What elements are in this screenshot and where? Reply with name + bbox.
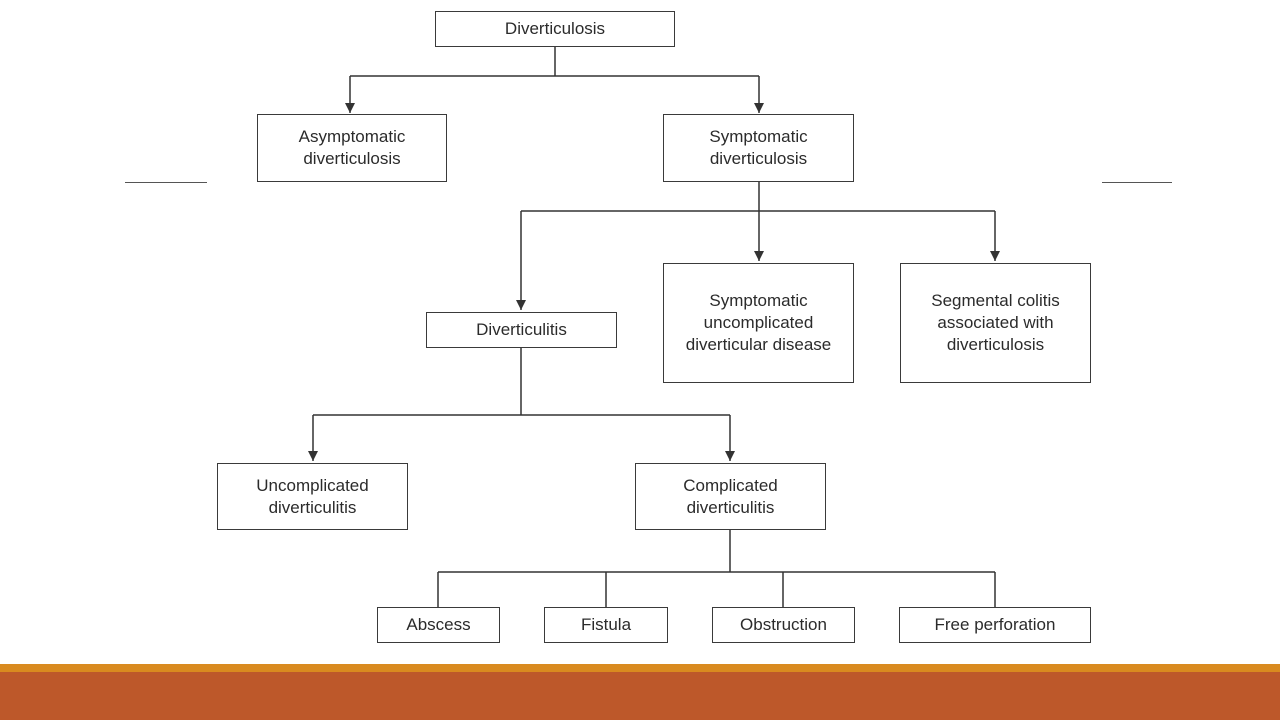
node-diverticulitis: Diverticulitis <box>426 312 617 348</box>
node-abscess: Abscess <box>377 607 500 643</box>
node-free-perforation: Free perforation <box>899 607 1091 643</box>
node-fistula: Fistula <box>544 607 668 643</box>
node-symptomatic-uncomplicated-diverticular-disease: Symptomatic uncomplicated diverticular d… <box>663 263 854 383</box>
node-symptomatic-diverticulosis: Symptomatic diverticulosis <box>663 114 854 182</box>
node-diverticulosis-label: Diverticulosis <box>504 19 606 38</box>
node-asymptomatic-diverticulosis: Asymptomatic diverticulosis <box>257 114 447 182</box>
node-fistula-label: Fistula <box>580 615 632 634</box>
node-obstruction: Obstruction <box>712 607 855 643</box>
footer-band <box>0 672 1280 720</box>
node-complicated-diverticulitis-label: Complicated diverticulitis <box>683 475 778 517</box>
footer-band-accent <box>0 664 1280 672</box>
node-symptomatic-diverticulosis-label: Symptomatic diverticulosis <box>709 127 808 168</box>
node-diverticulitis-label: Diverticulitis <box>476 320 567 339</box>
node-asymptomatic-diverticulosis-label: Asymptomatic diverticulosis <box>298 127 406 168</box>
decorative-rule-right <box>1102 182 1172 183</box>
node-segmental-colitis: Segmental colitis associated with divert… <box>900 263 1091 383</box>
node-obstruction-label: Obstruction <box>740 615 827 634</box>
node-segmental-colitis-label: Segmental colitis associated with divert… <box>931 291 1060 354</box>
node-diverticulosis: Diverticulosis <box>435 11 675 47</box>
node-uncomplicated-diverticulitis-label: Uncomplicated diverticulitis <box>256 475 369 517</box>
node-symptomatic-uncomplicated-label: Symptomatic uncomplicated diverticular d… <box>685 291 832 354</box>
node-free-perforation-label: Free perforation <box>934 615 1056 634</box>
node-abscess-label: Abscess <box>406 615 471 634</box>
decorative-rule-left <box>125 182 207 183</box>
node-uncomplicated-diverticulitis: Uncomplicated diverticulitis <box>217 463 408 530</box>
node-complicated-diverticulitis: Complicated diverticulitis <box>635 463 826 530</box>
